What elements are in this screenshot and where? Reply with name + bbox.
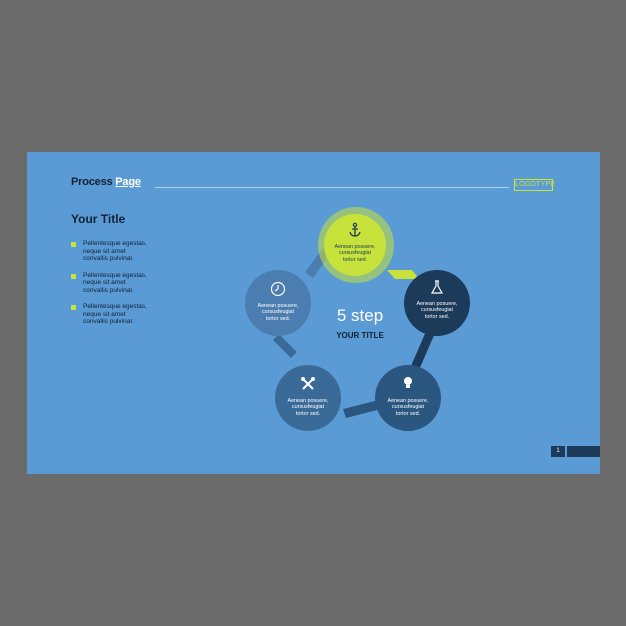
- lightbulb-icon: [400, 375, 416, 391]
- header-divider: [155, 187, 509, 188]
- bullet-item: Pellentesque egestas, neque sit amet con…: [71, 303, 181, 326]
- anchor-icon: [347, 222, 363, 238]
- tools-icon: [300, 376, 316, 392]
- bullet-square-icon: [71, 242, 76, 247]
- page-number: 1: [551, 446, 565, 457]
- header-title-part1: Process: [71, 176, 113, 188]
- process-diagram: [245, 207, 470, 431]
- bullet-text: Pellentesque egestas, neque sit amet con…: [83, 303, 147, 325]
- slide: Process Page LOGOTYPE Your Title Pellent…: [27, 152, 600, 474]
- connector-4-5: [273, 334, 297, 358]
- step-text-4: Aenean posuere, cursusfeugiat tortor sed…: [287, 398, 329, 417]
- step-circle-4: [275, 365, 341, 431]
- bullet-text: Pellentesque egestas, neque sit amet con…: [83, 271, 147, 294]
- step-circle-3: [375, 365, 441, 431]
- header-title-part2: Page: [115, 176, 141, 188]
- step-text-3: Aenean posuere, cursusfeugiat tortor sed…: [387, 398, 429, 417]
- flask-icon: [429, 279, 445, 295]
- page-header-title: Process Page: [71, 176, 141, 188]
- step-circle-5: [245, 270, 311, 336]
- bullet-item: Pellentesque egestas, neque sit amet con…: [71, 240, 181, 263]
- step-circle-1-inner: [324, 214, 386, 276]
- step-circle-2: [404, 270, 470, 336]
- bullet-square-icon: [71, 305, 76, 310]
- step-text-1: Aenean posuere, cursusfeugiat tortor sed…: [334, 244, 376, 263]
- logotype-badge: LOGOTYPE: [514, 179, 555, 191]
- connector-2-3: [411, 329, 435, 370]
- side-title: Your Title: [71, 212, 126, 226]
- bullet-list: Pellentesque egestas, neque sit amet con…: [71, 240, 181, 335]
- bullet-text: Pellentesque egestas, neque sit amet con…: [83, 240, 147, 262]
- bullet-item: Pellentesque egestas, neque sit amet con…: [71, 272, 181, 295]
- connector-3-4: [343, 399, 385, 418]
- step-text-2: Aenean posuere, cursusfeugiat tortor sed…: [416, 301, 458, 320]
- bullet-square-icon: [71, 273, 76, 279]
- step-text-5: Aenean posuere, cursusfeugiat tortor sed…: [257, 303, 299, 322]
- center-title: YOUR TITLE: [336, 331, 384, 340]
- clock-icon: [270, 281, 286, 297]
- center-step-count: 5 step: [336, 306, 384, 325]
- connector-1-2: [387, 270, 419, 279]
- page-bar: [567, 446, 600, 457]
